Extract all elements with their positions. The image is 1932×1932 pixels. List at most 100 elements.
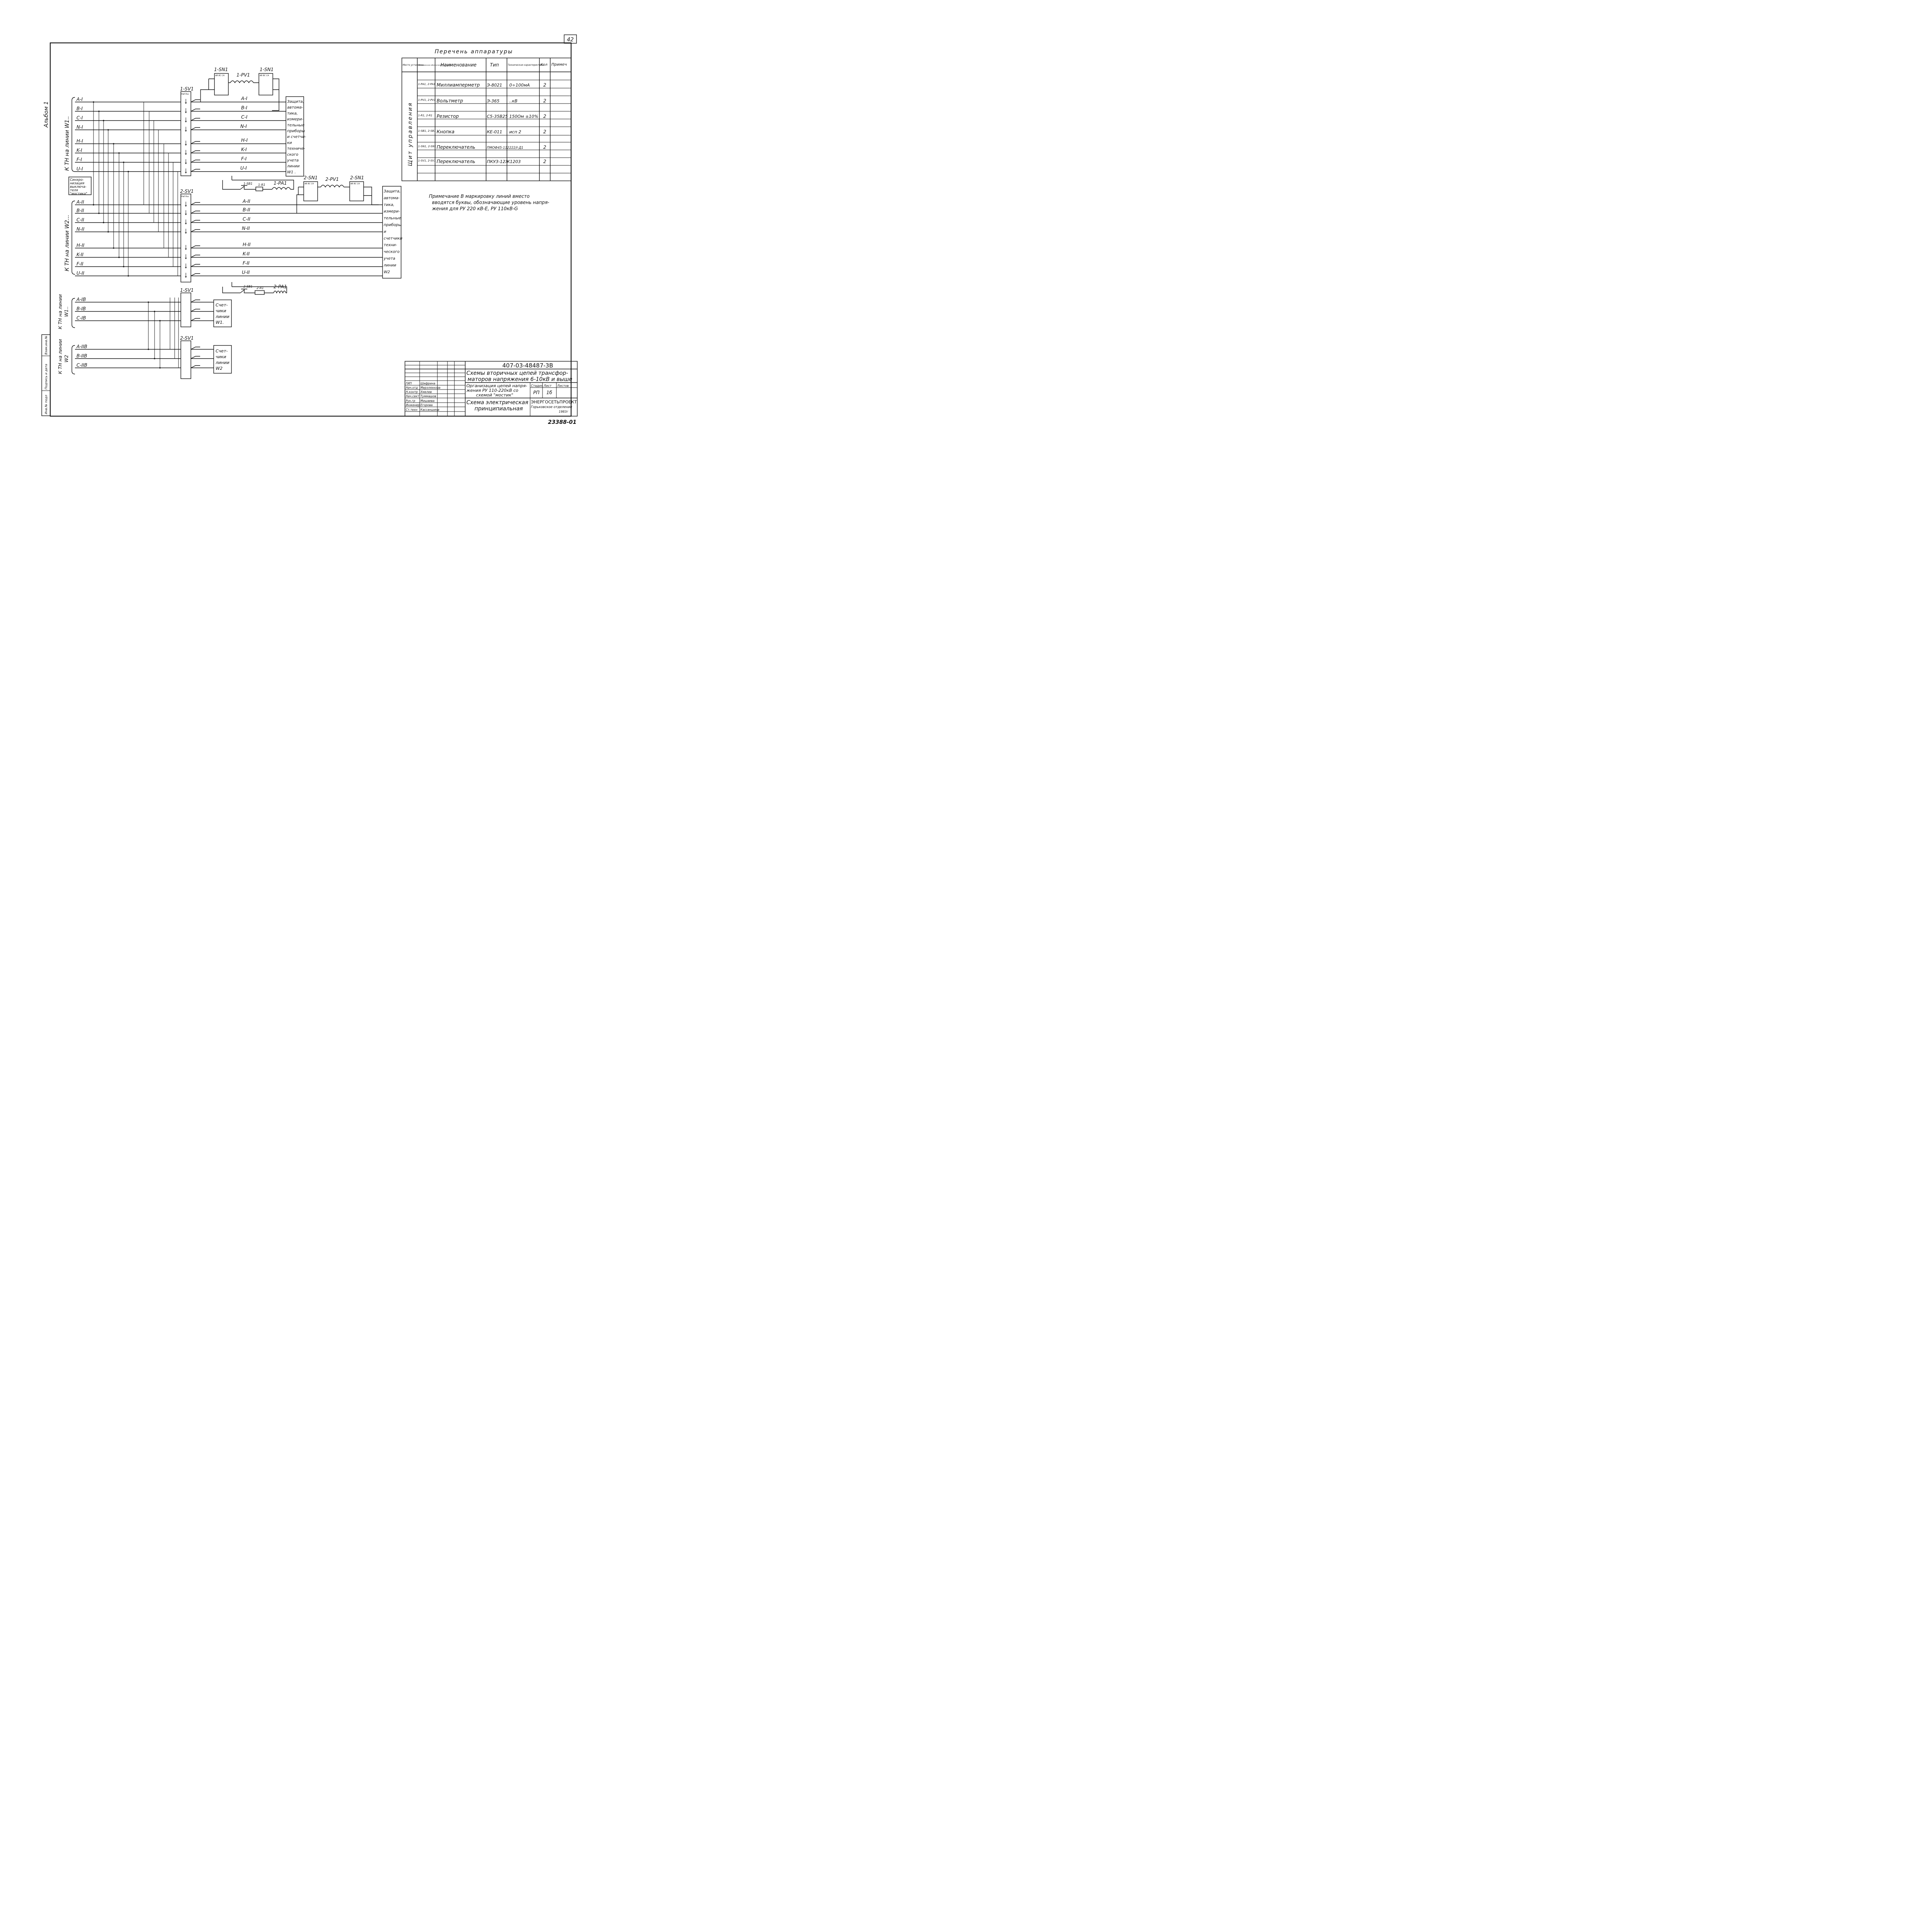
w2-block-line-10: учета [383, 257, 395, 261]
eq-type-1: Э-365 [486, 99, 500, 104]
title-sheet-1: Схема электрическая [466, 400, 528, 406]
hdr-place: Место установки [403, 64, 423, 66]
eq-pos-0: 1-PA1, 2-PA1 [418, 83, 435, 86]
line1-right-7: U-I [240, 165, 247, 171]
equipment-table: Перечень аппаратуры Место установки Пози… [401, 49, 571, 181]
hdr-note: Примеч [551, 63, 567, 67]
line1-wire-0: A-I [76, 97, 83, 102]
eq-spec-1: ..кВ [509, 99, 517, 104]
button-1sb1 [240, 185, 247, 190]
meter1-wire-2: C-IB [77, 315, 86, 321]
w2-block-line-9: ческого [384, 250, 400, 254]
switch-2sv1-label: 2-SV1 [180, 189, 194, 194]
sig-role-4: Рук.гр [406, 399, 415, 403]
meter2-wire-1: B-IIB [77, 353, 87, 359]
w2-block-text: Защита,автома-тика,измери-тельныеприборы… [383, 189, 403, 274]
title-main-2: маторов напряжения 6-10кВ и выше [468, 376, 572, 383]
switch-m1-sv1 [180, 293, 191, 327]
eq-spec-3: исп 2 [509, 129, 521, 134]
line1-wire-1: B-I [77, 106, 83, 111]
eq-type-5: ПКУЗ-12Ж1203 [487, 159, 521, 164]
w2-block-line-1: автома- [384, 196, 400, 200]
eq-name-5: Переключатель [437, 159, 475, 164]
eq-qty-4: 2 [543, 145, 546, 150]
switch-2sn1-a [303, 181, 318, 201]
button-2sb1-label: 2-SB1 [243, 285, 253, 288]
protection-block-w1 [286, 96, 304, 177]
line1-wire-3: N-I [77, 124, 83, 130]
line1-wire-7: U-I [77, 166, 83, 172]
resistor-1r1 [255, 187, 263, 191]
ammeter-1pa1-label: 1-PA1 [274, 180, 287, 186]
switch-1sn1-b-label: 1-SN1 [260, 67, 274, 72]
sig-role-2: Н.контр [406, 390, 418, 394]
w1-block-line-5: приборы [287, 129, 305, 133]
sync-text-line-3: теля [70, 189, 78, 192]
switch-2sv1-pos: Раб Рез [181, 196, 189, 198]
eq-type-3: КЕ-011 [487, 129, 502, 134]
line2-wire-3: N-II [77, 226, 85, 232]
org-branch: Горьковское отделение [531, 405, 572, 409]
title-section-2: жения РУ 110-220кВ со [466, 388, 519, 393]
resistor-1r1-label: 1-R1 [258, 183, 265, 187]
m2-block-line-3: W2 [216, 366, 223, 371]
sheet-hdr: Лист [543, 384, 552, 388]
title-section-3: схемой "мостик" [476, 393, 513, 398]
sig-role-3: Нач.сект [406, 395, 419, 398]
line1-right-1: B-I [241, 105, 247, 111]
eq-type-0: Э-8021 [486, 83, 502, 88]
stamp-sign: Подпись и дата [44, 364, 48, 389]
stamp-replace: Взам.инв.№ [44, 336, 48, 355]
sn2-b-phases: АВ ВС СА [350, 183, 360, 185]
meter1-group-label-1: К ТН на линии [58, 294, 63, 329]
sig-role-0: ГИП [406, 382, 412, 385]
w1-block-text: Защита,автома-тика,измери-тельныеприборы… [287, 100, 306, 174]
voltmeter-2pv1 [320, 185, 344, 188]
w1-block-line-9: ского [287, 153, 298, 157]
hdr-pos: Позиционное обозначение по схеме [418, 64, 451, 66]
meter2-group-label-2: W2 [64, 355, 69, 363]
w2-group-label: К ТН на линии W2... [64, 215, 70, 271]
w2-block-line-4: тельные [384, 216, 401, 221]
eq-qty-1: 2 [543, 98, 546, 104]
doc-code: 407-03-48487-3В [502, 362, 553, 369]
line2-right-0: A-II [242, 199, 250, 204]
voltmeter-1pv1-label: 1-PV1 [236, 72, 250, 78]
sig-name-4: Мишаева [420, 399, 435, 403]
line2-right-6: F-II [243, 260, 250, 266]
line2-wire-4: H-II [77, 243, 85, 248]
line2-wire-6: F-II [77, 261, 83, 267]
meter2-group-label-1: К ТН на линии [58, 339, 63, 374]
line2-wire-5: K-II [77, 252, 84, 257]
meter1-group-label-2: W1.. [64, 306, 69, 317]
line1-right-5: K-I [241, 147, 247, 152]
switch-m2-sv1 [180, 340, 191, 379]
sheet-number: 42 [567, 37, 574, 43]
sheet-number-box [564, 34, 577, 44]
line1-right-6: F-I [241, 156, 247, 162]
switch-1sn1-a-label: 1-SN1 [214, 67, 228, 72]
org-year: 1983г [559, 410, 568, 413]
meter2-wire-2: C-IIB [77, 362, 87, 368]
line2-right-2: C-II [243, 216, 250, 222]
w2-block-line-5: приборы [384, 223, 401, 227]
m2-block-line-0: Счет- [216, 349, 228, 354]
protection-block-w2 [382, 186, 401, 279]
w1-block-line-12: W1 . [287, 170, 296, 174]
voltmeter-1pv1 [230, 80, 254, 83]
sync-block [68, 177, 92, 195]
stamp-inv: Инв.№ подл [44, 395, 48, 414]
switch-1sn1-b [259, 73, 273, 95]
line2-wire-7: U-II [77, 270, 85, 276]
sig-name-0: Шифрина [420, 382, 435, 385]
w2-block-line-8: техни- [384, 243, 397, 247]
note-line-2: вводятся буквы, обозначающие уровень нап… [432, 200, 549, 205]
resistor-2r1 [255, 290, 265, 295]
w2-block-line-0: Защита, [384, 189, 401, 194]
m2-block-line-1: чики [216, 354, 226, 359]
eq-name-1: Вольтметр [437, 98, 463, 104]
line1-right-0: A-I [241, 96, 248, 101]
sig-role-6: Ст.техн [406, 408, 417, 412]
